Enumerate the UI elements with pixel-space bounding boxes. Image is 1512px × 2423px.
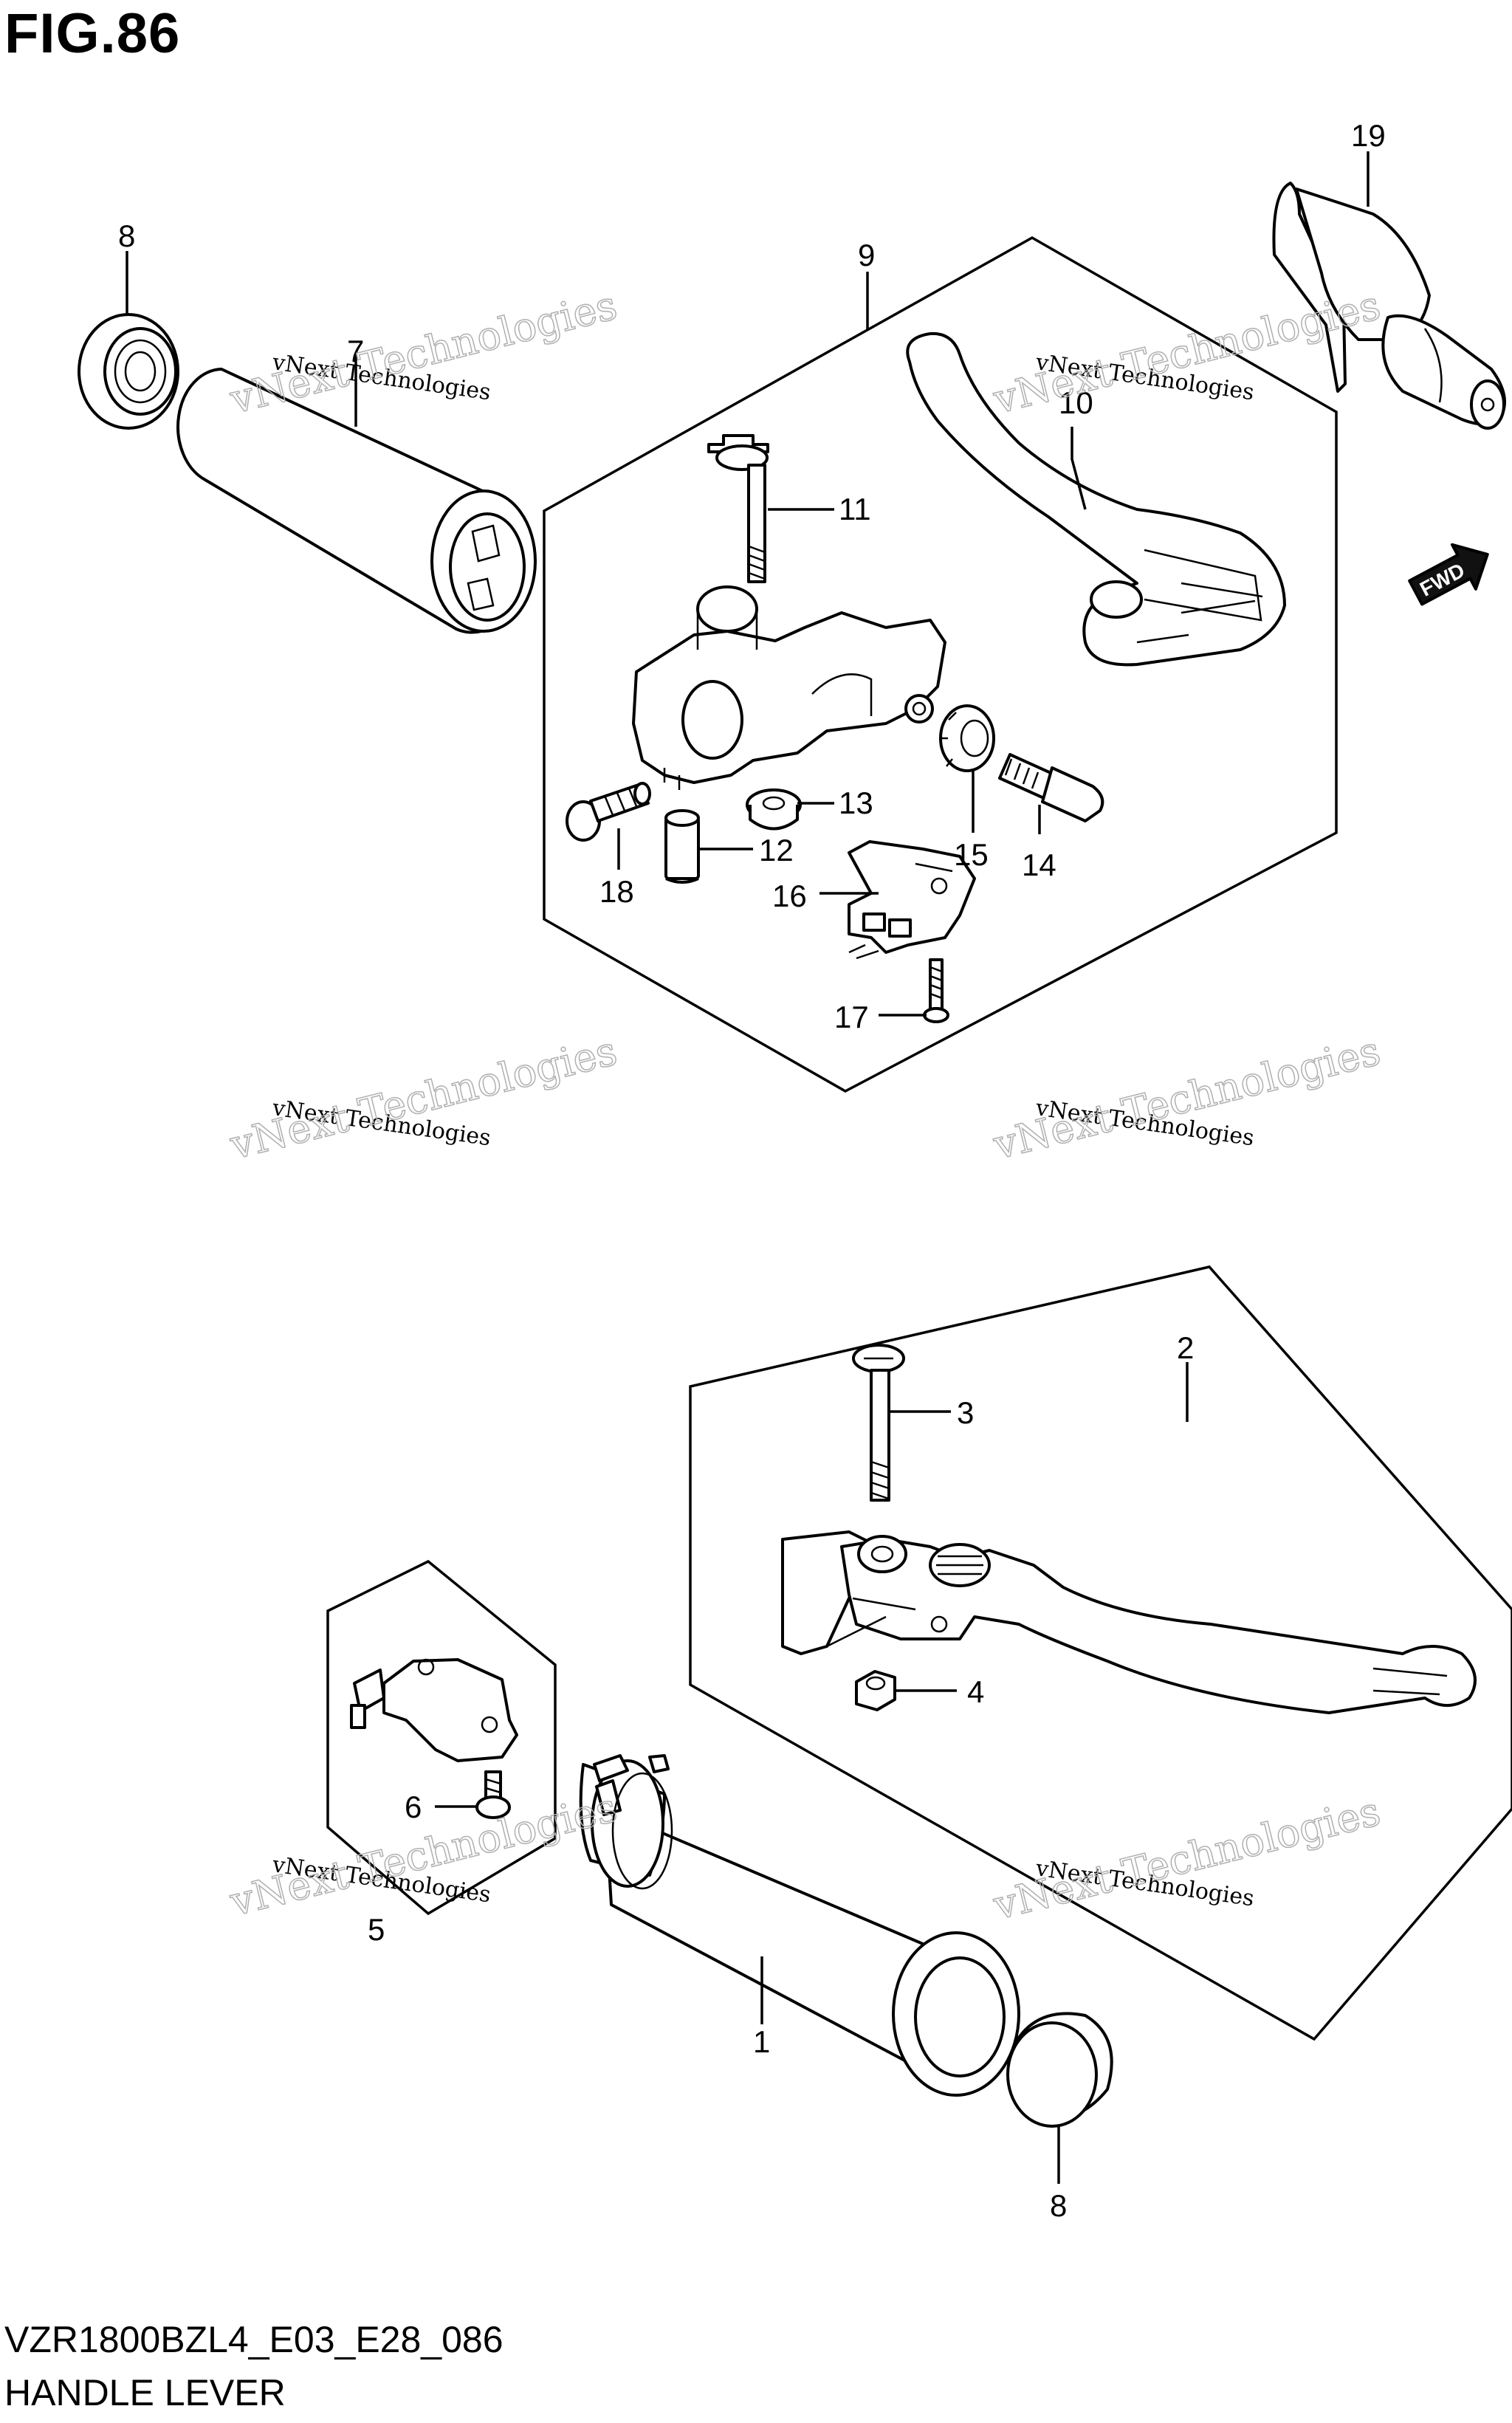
callout-2: 2 <box>1177 1330 1194 1365</box>
callout-11: 11 <box>839 492 871 526</box>
callout-18: 18 <box>599 874 634 909</box>
callout-3: 3 <box>957 1395 974 1430</box>
part-19-throttle-cable <box>1272 182 1506 430</box>
callout-8-bottom: 8 <box>1050 2188 1067 2223</box>
part-14-adjuster-bolt <box>998 753 1104 822</box>
callout-19: 19 <box>1351 118 1386 153</box>
part-13-nut <box>746 788 802 831</box>
leader-lines <box>126 151 1370 2184</box>
callout-13: 13 <box>839 786 873 820</box>
group-outline-2 <box>689 1265 1512 2041</box>
callout-4: 4 <box>967 1674 984 1709</box>
part-6-screw <box>475 1770 511 1819</box>
part-3-pivot-bolt <box>852 1344 905 1502</box>
part-11-pivot-bolt <box>707 434 769 583</box>
model-code: VZR1800BZL4_E03_E28_086 <box>4 2319 504 2360</box>
watermark-top-left: vNext Technologies vNext Technologies <box>224 281 622 424</box>
part-12-dowel <box>664 809 700 884</box>
part-4-nut <box>855 1670 896 1711</box>
part-8-grip-end-cap-top <box>78 313 179 430</box>
callout-1: 1 <box>753 2024 770 2059</box>
callout-6: 6 <box>405 1790 422 1824</box>
callout-16: 16 <box>772 879 807 913</box>
section-name: HANDLE LEVER <box>4 2372 286 2413</box>
part-5-brake-switch <box>350 1658 518 1762</box>
figure-title: FIG.86 <box>4 2 181 65</box>
part-7-left-grip <box>176 368 537 634</box>
group-outline-5 <box>326 1559 557 1916</box>
watermark-mid-right: vNext Technologies vNext Technologies <box>988 1027 1385 1169</box>
part-17-screw <box>923 958 949 1023</box>
callout-7: 7 <box>347 334 364 368</box>
part-10-clutch-lever <box>906 331 1286 667</box>
callout-14: 14 <box>1022 848 1056 882</box>
part-2-brake-lever <box>781 1530 1477 1714</box>
watermark-bottom-left: vNext Technologies vNext Technologies <box>224 1784 622 1926</box>
part-16-clutch-switch <box>848 840 976 960</box>
part-1-throttle-grip <box>579 1754 1020 2097</box>
callout-5: 5 <box>368 1912 385 1947</box>
watermark-mid-left: vNext Technologies vNext Technologies <box>224 1027 622 1169</box>
callout-10: 10 <box>1059 385 1093 420</box>
fwd-direction-arrow: FWD <box>1408 543 1489 606</box>
part-8-grip-end-cap-bottom <box>1006 2012 1113 2128</box>
part-15-adjuster-nut <box>939 704 995 772</box>
part-18-bolt <box>566 782 651 842</box>
part-9-lever-bracket <box>632 585 946 790</box>
callout-12: 12 <box>759 833 794 867</box>
callout-8-top: 8 <box>118 219 135 253</box>
callout-15: 15 <box>954 837 989 872</box>
watermark-top-right: vNext Technologies vNext Technologies <box>988 281 1385 424</box>
callout-9: 9 <box>858 238 875 272</box>
callout-17: 17 <box>834 1000 869 1034</box>
watermark-bottom-right: vNext Technologies vNext Technologies <box>988 1787 1385 1930</box>
group-outline-9 <box>543 236 1338 1093</box>
callout-labels: 8 7 9 19 10 11 13 12 14 15 16 17 18 2 3 … <box>118 118 1386 2223</box>
